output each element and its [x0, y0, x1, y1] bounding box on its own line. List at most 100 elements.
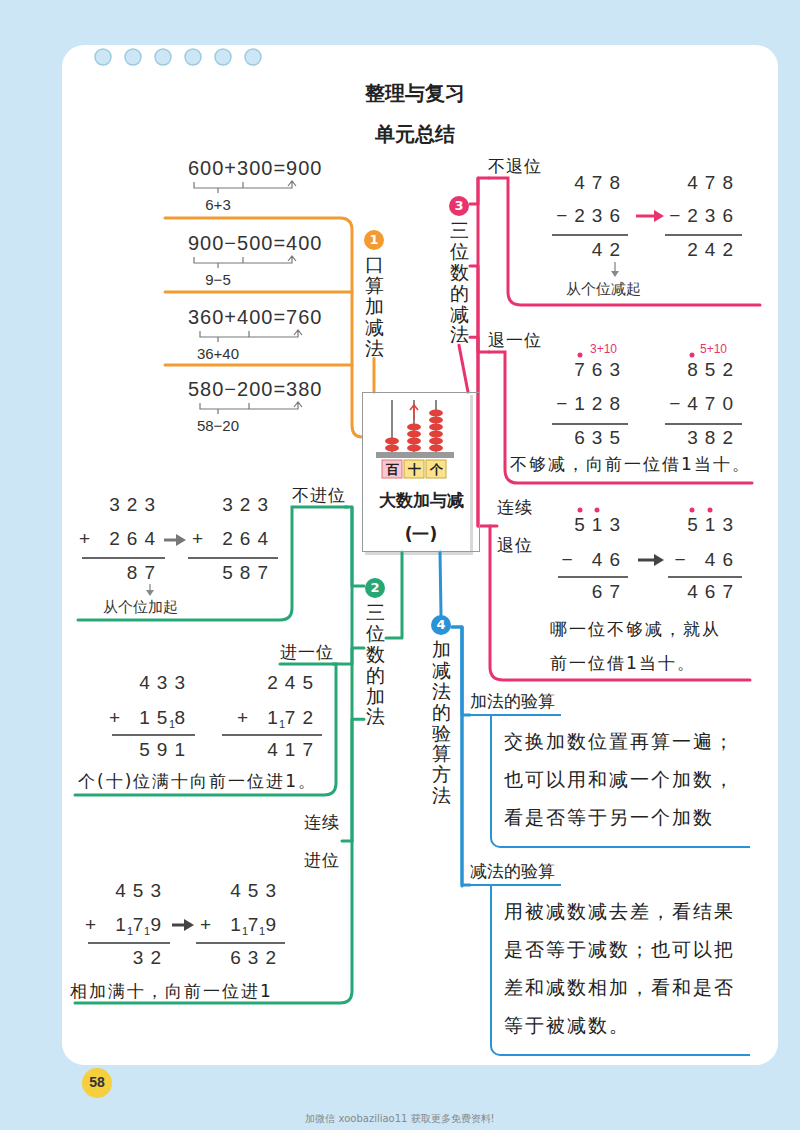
vertical-sum-row: 763 [574, 359, 627, 381]
branch-number: 2 [365, 578, 385, 598]
sum-rule-line [82, 235, 742, 943]
branch-connector [333, 648, 364, 664]
node-text: 大数加与减 [363, 483, 479, 517]
binder-hole [125, 49, 141, 65]
abacus [404, 460, 424, 478]
node-text: 连续 进位 [304, 803, 342, 879]
page-number: 58 [89, 1074, 105, 1090]
borrow-dot [578, 508, 583, 513]
page-number-badge [82, 1068, 112, 1098]
sub-branch: 连续 进位 [304, 803, 342, 879]
sub-branch: 不退位 [488, 154, 542, 178]
abacus [429, 417, 443, 424]
sub-branch: 连续 退位 [497, 488, 535, 564]
calc-bracket [200, 402, 302, 414]
branch-connector [452, 627, 470, 885]
sub-expression: 58−20 [197, 417, 239, 434]
vertical-sum-row: 242 [687, 239, 740, 261]
place-label: 百 [386, 461, 399, 479]
page-card [62, 45, 778, 1065]
place-label: 十 [408, 461, 421, 479]
rule-text: 个(十)位满十向前一位进1。 [78, 770, 317, 793]
carry-digit: 1 [279, 718, 285, 730]
vertical-sum-row: 587 [222, 562, 275, 584]
equation: 900−500=400 [188, 232, 322, 255]
abacus [429, 410, 443, 417]
branch-title: 加减法的验算方法 [432, 639, 451, 806]
green-branch-line [75, 507, 352, 1003]
step-arrow [146, 590, 154, 596]
abacus [429, 438, 443, 445]
vertical-sum-row: −470 [669, 393, 740, 415]
step-arrow [636, 215, 656, 218]
borrow-mark: 5+10 [700, 342, 727, 356]
branch-title: 三位数的减法 [450, 220, 469, 345]
rule-body: 交换加数位置再算一遍； 也可以用和减一个加数， 看是否等于另一个加数 [490, 716, 750, 848]
sum-rule-line [552, 234, 628, 235]
vertical-sum-row: 417 [267, 739, 320, 761]
equation: 580−200=380 [188, 378, 322, 401]
watermark: 加微信 xoobaziliao11 获取更多免费资料! [305, 1112, 494, 1126]
abacus [382, 460, 402, 478]
sum-rule-line [558, 576, 628, 577]
vertical-sum-row: 852 [687, 359, 740, 381]
borrow-dot [578, 353, 583, 358]
branch-heading: 1口算加减法 [363, 230, 385, 358]
binder-hole [95, 49, 111, 65]
step-arrow [654, 210, 664, 222]
rule-body: 用被减数减去差，看结果 是否等于减数；也可以把 差和减数相加，看和是否 等于被减… [490, 886, 750, 1056]
vertical-sum-row: 467 [687, 581, 740, 603]
sub-branch: 进一位 [280, 640, 334, 664]
branch-connector [342, 719, 364, 841]
carry-digit: 1 [144, 925, 150, 937]
orange-branch-line [165, 218, 362, 437]
step-arrow [611, 271, 619, 277]
borrow-dot [708, 508, 713, 513]
sub-branch: 不进位 [292, 483, 346, 507]
abacus [385, 438, 399, 445]
step-arrow [638, 559, 656, 562]
sum-rule-line [552, 423, 628, 424]
branch-heading: 2三位数的加法 [364, 578, 386, 727]
branch-number: 1 [364, 230, 384, 250]
vertical-sum-row: 87 [127, 562, 162, 584]
vertical-sum-row: 245 [267, 672, 320, 694]
sum-rule-line [665, 234, 742, 235]
vertical-sum-row: + 172 [237, 707, 320, 729]
abacus [376, 452, 454, 458]
magenta-branch-line [489, 178, 760, 305]
calc-bracket [200, 330, 302, 342]
borrow-dot [690, 353, 695, 358]
vertical-sum-row: 513 [687, 514, 740, 536]
abacus [407, 445, 421, 452]
abacus [429, 424, 443, 431]
sum-rule-line [112, 734, 195, 735]
sub-branch: 退一位 [488, 328, 542, 352]
sum-rule-line [82, 557, 165, 558]
orange-branch-line [165, 291, 352, 294]
calc-bracket [194, 181, 296, 193]
step-arrow [176, 534, 186, 546]
vertical-sum-row: 478 [574, 172, 627, 194]
page-number-badge [82, 1068, 112, 1098]
vertical-sum-row: 433 [139, 672, 192, 694]
borrow-mark: 3+10 [590, 342, 617, 356]
abacus [410, 405, 418, 420]
magenta-branch-line [489, 352, 752, 483]
vertical-sum-row: 32 [133, 947, 168, 969]
vertical-sum-row: + 264 [192, 528, 275, 550]
abacus [407, 431, 421, 438]
branch-heading: 3 三位数的减法 [448, 196, 470, 345]
vertical-sum-row: + 179 [200, 914, 283, 936]
carry-digit: 1 [169, 718, 175, 730]
vertical-sum-row: 323 [109, 494, 162, 516]
branch-number: 3 [449, 196, 469, 216]
vertical-sum-row: 323 [222, 494, 275, 516]
sum-rule-line [665, 423, 742, 424]
abacus [426, 460, 446, 478]
vertical-sum-row: 635 [574, 427, 627, 449]
section-heading: 单元总结 [375, 121, 455, 148]
vertical-sum-row: + 264 [79, 528, 162, 550]
abacus [385, 445, 399, 452]
